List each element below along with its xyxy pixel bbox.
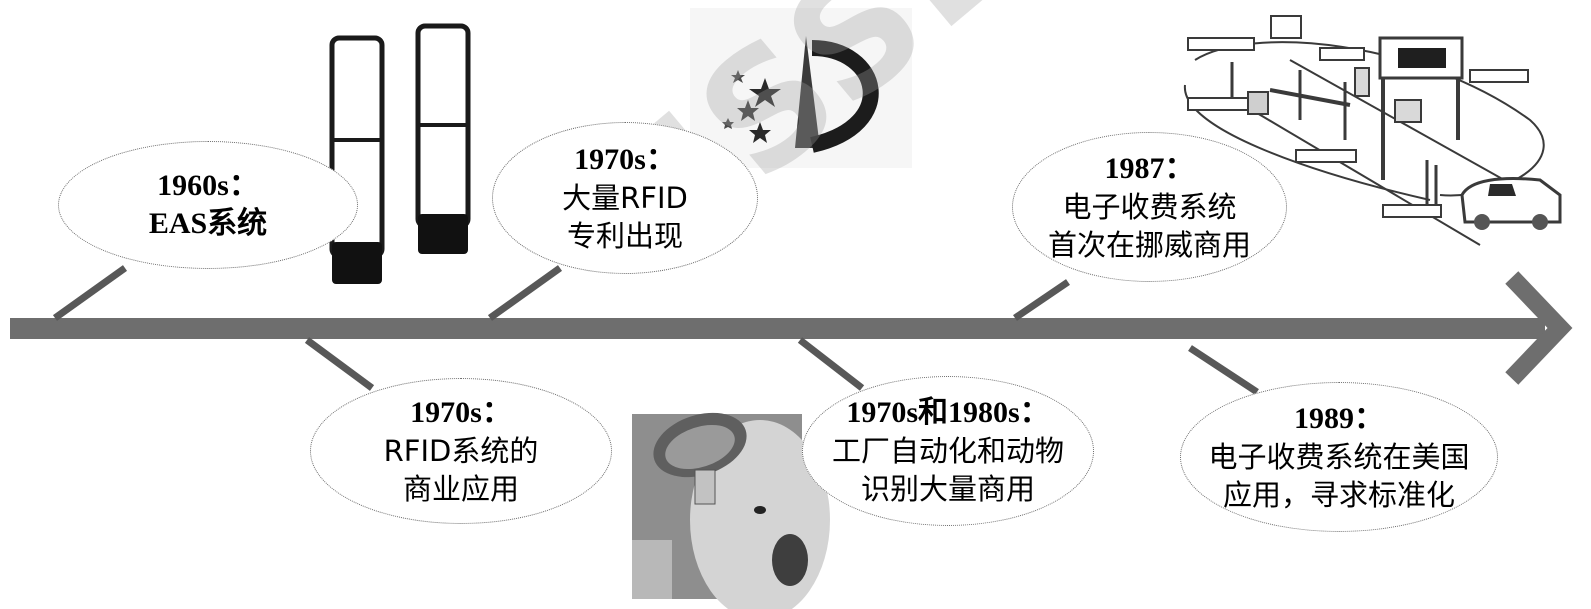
event-1970s-1980s-automation: 1970s和1980s： 工厂自动化和动物 识别大量商用: [802, 376, 1094, 526]
patent-logo-illustration: [690, 8, 912, 168]
connector-1989: [1188, 345, 1259, 395]
event-1960s-eas: 1960s： EAS系统: [58, 141, 358, 269]
event-year: 1987：: [1104, 152, 1195, 185]
event-text: RFID系统的: [383, 434, 539, 468]
event-text: 应用，寻求标准化: [1222, 478, 1455, 512]
event-text: 电子收费系统: [1062, 190, 1237, 224]
event-text: 商业应用: [402, 472, 519, 506]
connector-1960s: [52, 265, 128, 321]
connector-1970s-patents: [487, 265, 563, 321]
etc-toll-station-illustration: [1183, 15, 1562, 246]
eas-gate-illustration: [329, 23, 471, 284]
sheep-ear-tag-photo: [632, 412, 830, 609]
event-text: 识别大量商用: [860, 472, 1035, 506]
event-1989-usa-etc: 1989： 电子收费系统在美国 应用，寻求标准化: [1180, 382, 1498, 532]
connector-1987: [1013, 279, 1070, 321]
event-1970s-patents: 1970s： 大量RFID 专利出现: [492, 122, 758, 274]
event-text: 专利出现: [566, 219, 683, 253]
event-text: 工厂自动化和动物: [831, 434, 1064, 468]
event-text: 大量RFID: [562, 181, 688, 215]
event-year: 1960s：: [157, 169, 259, 202]
event-1987-norway-etc: 1987： 电子收费系统 首次在挪威商用: [1012, 132, 1287, 282]
event-1970s-commercial: 1970s： RFID系统的 商业应用: [310, 378, 612, 524]
connector-1970s-1980s: [797, 337, 865, 391]
event-text: EAS系统: [148, 207, 268, 240]
event-year: 1970s：: [410, 396, 512, 429]
event-text: 首次在挪威商用: [1047, 228, 1251, 262]
event-year: 1989：: [1294, 402, 1384, 435]
event-text: 电子收费系统在美国: [1208, 440, 1470, 474]
timeline-axis: [10, 318, 1545, 339]
event-year: 1970s和1980s：: [846, 396, 1050, 429]
connector-1970s-commercial: [304, 337, 375, 391]
event-year: 1970s：: [574, 143, 676, 176]
timeline-arrowhead: [1505, 271, 1573, 385]
